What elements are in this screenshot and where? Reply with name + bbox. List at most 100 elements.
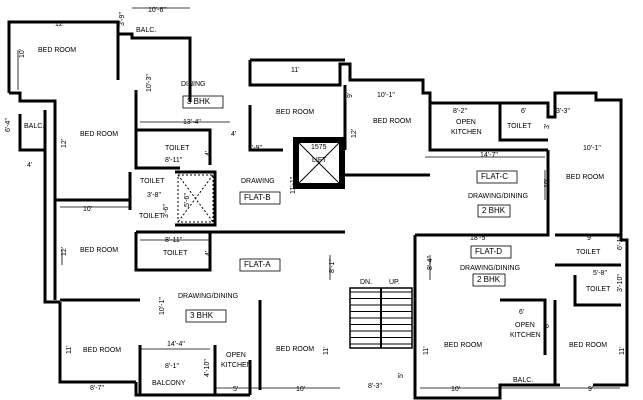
stair-dn: DN.: [360, 279, 372, 286]
room-lift: LIFT: [312, 157, 327, 164]
dim-9-top: 9': [347, 93, 354, 98]
dim-11-bd: 11': [423, 346, 430, 355]
box-bhk-d: [472, 273, 506, 287]
iw-toilet-b: [136, 128, 212, 165]
box-bhk-c: [477, 204, 511, 218]
room-toilet-mid-left: TOILET: [140, 178, 165, 185]
flat-d-bhk: 2 BHK: [477, 275, 501, 284]
flat-d-label: FLAT-D: [475, 247, 502, 256]
dim-3-8: 3'-8": [147, 192, 161, 199]
dim-8-d: 8': [544, 323, 551, 328]
dim-11-bl: 11': [66, 345, 73, 354]
iw-kitchen-d: [500, 298, 547, 355]
room-toilet-a1: TOILET: [163, 250, 188, 257]
dim-12-mid: 12': [351, 129, 358, 138]
dim-4-left: 4': [27, 162, 32, 169]
iw-toilet-c: [498, 103, 548, 142]
flat-c-label: FLAT-C: [481, 172, 508, 181]
dim-11-br: 11': [619, 346, 626, 355]
box-flat-a: [239, 258, 281, 272]
room-bed-room-left-low: BED ROOM: [80, 247, 118, 254]
outer-walls: [7, 20, 629, 400]
flat-a-label: FLAT-A: [244, 260, 271, 269]
shaft-dashed: [177, 174, 214, 223]
dim-10-6: 10'-6": [148, 7, 166, 14]
wall-left: [43, 110, 60, 304]
room-bed-room-bd: BED ROOM: [444, 342, 482, 349]
room-toilet-b1: TOILET: [165, 145, 190, 152]
lift-core: [293, 137, 345, 189]
dim-10-1-low: 10'-1": [159, 297, 166, 315]
wall-bottom-right: [413, 383, 560, 400]
wall-balcony-left: [18, 114, 45, 152]
wall-top-left: [7, 20, 192, 102]
dim-5-8: 5'-8": [593, 270, 607, 277]
dim-11-top: 11': [291, 67, 300, 74]
box-flat-b: [239, 191, 281, 205]
dim-3-10: 3'-10": [617, 274, 624, 292]
flat-a-bhk: 3 BHK: [190, 311, 214, 320]
room-drawing-dining-a: DRAWING/DINING: [178, 293, 238, 300]
dim-18-5: 18'-5": [470, 235, 488, 242]
iw-4: [248, 105, 283, 152]
dim-3-right: 3': [544, 124, 551, 129]
room-bed-room-top-right: BED ROOM: [373, 118, 411, 125]
box-bhk-b: [182, 95, 224, 109]
dim-4-10: 4'-10": [204, 359, 211, 377]
room-bed-room-right-c: BED ROOM: [566, 174, 604, 181]
dim-9-9: 9'-9": [248, 145, 262, 152]
dim-12-left: 12': [61, 139, 68, 148]
dim-9-bottom: 9': [588, 386, 593, 393]
dim-10-bottom-r: 10': [451, 386, 460, 393]
dim-12: 12': [55, 21, 64, 28]
room-drawing-dining-d: DRAWING/DINING: [460, 265, 520, 272]
dim-8-2: 8'-2": [453, 108, 467, 115]
dim-13-4: 13'-4": [183, 119, 201, 126]
lift-cross-2: [298, 142, 340, 184]
dim-8-3: 8'-3": [368, 383, 382, 390]
wall-bottom-mid: [134, 382, 250, 397]
dim-8-7: 8'-7": [90, 385, 104, 392]
dim-8-11-mid: 8'-11": [165, 237, 183, 244]
room-open-kitchen-c-2: KITCHEN: [451, 129, 482, 136]
flat-b-bhk: 3 BHK: [187, 97, 211, 106]
room-bed-room-top-mid: BED ROOM: [276, 109, 314, 116]
box-bhk-a: [185, 309, 227, 323]
room-balc-tl: BALC.: [136, 27, 156, 34]
dim-6-4: 6'-4": [5, 118, 12, 132]
interior-walls: [53, 22, 621, 395]
dim-5-6: 5'-6": [184, 193, 191, 207]
room-open-kitchen-d-2: KITCHEN: [510, 332, 541, 339]
flat-b-label: FLAT-B: [244, 193, 271, 202]
room-toilet-small: TOILET: [139, 213, 164, 220]
dim-3-6: 3'-6": [163, 204, 170, 218]
room-toilet-c: TOILET: [507, 123, 532, 130]
shaft-diag-2: [177, 174, 214, 223]
dim-6-d: 6': [519, 309, 524, 316]
dim-6-1: 6'-1": [617, 236, 624, 250]
room-balc-left: BALC.: [24, 123, 44, 130]
dim-14-4: 14'-4": [167, 341, 185, 348]
dim-1575: 1575: [311, 144, 327, 151]
room-open-kitchen-a-1: OPEN: [226, 352, 246, 359]
dim-9-d: 9': [587, 235, 592, 242]
dim-4-b: 4': [205, 151, 212, 156]
dim-10-3: 10'-3": [146, 74, 153, 92]
room-dining: DINING: [181, 81, 206, 88]
dim-11-1: 11'-1": [290, 176, 297, 194]
dim-10-bottom: 10': [296, 386, 305, 393]
box-flat-d: [470, 245, 512, 259]
label-boxes: [182, 95, 518, 323]
iw-kitchen-c: [428, 103, 548, 152]
dim-14-7: 14'-7": [480, 152, 498, 159]
room-balcony-a: BALCONY: [152, 380, 186, 387]
dim-5-stair: 5': [398, 373, 405, 378]
wall-left-upper: [9, 91, 57, 110]
iw-toilet-small: [175, 170, 217, 227]
room-bed-room-bm: BED ROOM: [276, 346, 314, 353]
room-balc-d: BALC.: [513, 377, 533, 384]
room-drawing-dining-c: DRAWING/DINING: [468, 193, 528, 200]
dim-10-mid: 10': [83, 206, 92, 213]
box-flat-c: [476, 170, 518, 184]
